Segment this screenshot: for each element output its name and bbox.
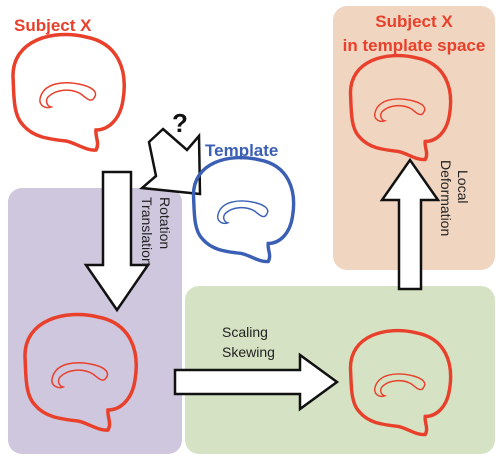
template-label: Template [205,141,278,160]
rigid-panel [8,188,182,454]
question-mark: ? [172,108,188,138]
target-title-line1: Subject X [375,12,453,31]
subject-title: Subject X [14,16,92,35]
right-arrow [173,352,340,412]
template-brain [191,155,296,264]
nonlinear-panel [333,6,495,270]
rotation-label: Rotation [157,197,173,249]
down-arrow [83,170,151,313]
skewing-label: Skewing [222,344,275,360]
local-label: Local [455,170,471,203]
subject-brain [11,32,126,152]
scaling-label: Scaling [222,324,268,340]
affine-panel [185,286,495,454]
diagonal-arrow [138,127,202,196]
up-arrow [379,157,441,291]
deformation-label: Deformation [438,160,454,236]
translation-label: Translation [139,197,155,266]
target-title-line2: in template space [343,36,486,55]
